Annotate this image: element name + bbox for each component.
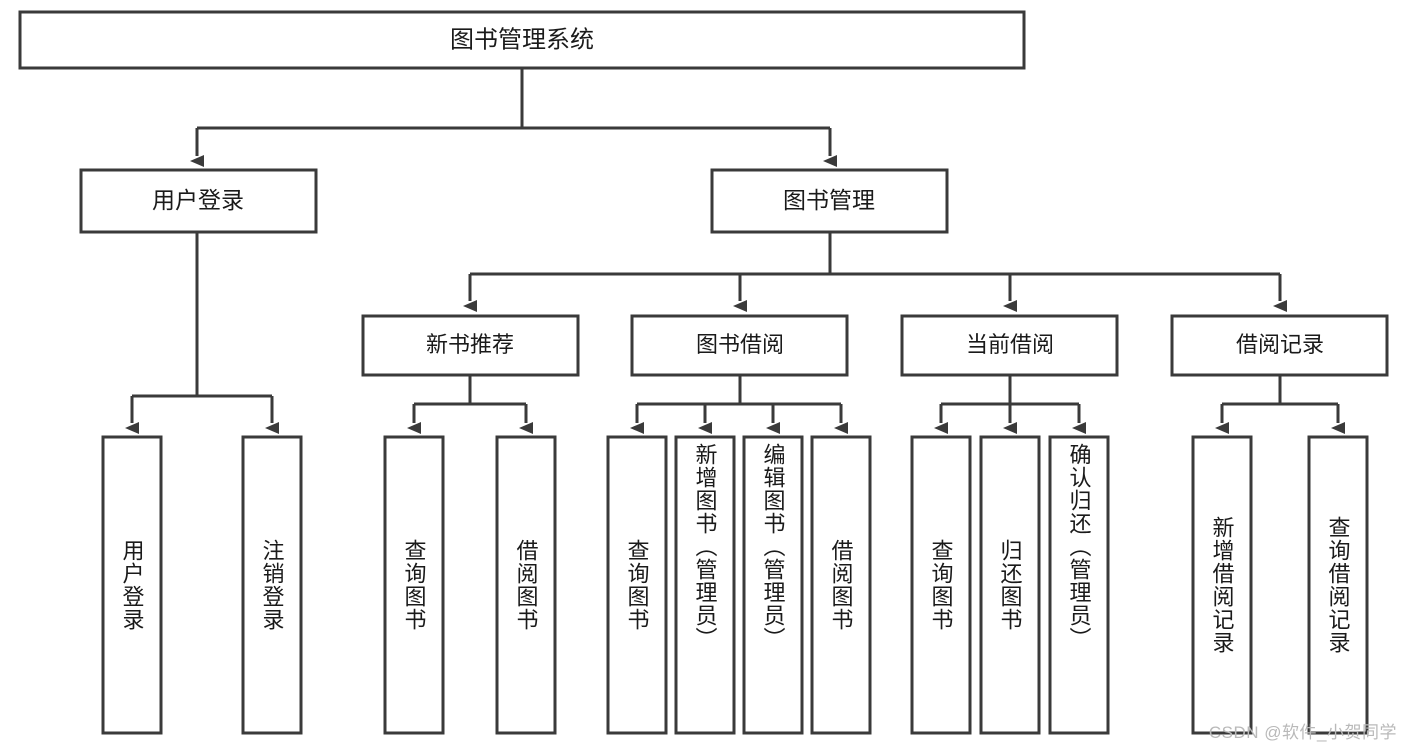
node-book-borrow[interactable]: 图书借阅	[630, 314, 849, 377]
connector-userlogin-to-leaves	[125, 232, 279, 434]
connector-root-to-level1	[190, 68, 837, 167]
leaf-node-add-book-admin[interactable]	[674, 435, 736, 735]
connector-bookmgmt-to-level2	[463, 232, 1287, 312]
node-user-login-label: 用户登录	[152, 187, 244, 213]
leaf-node-logout[interactable]	[241, 435, 303, 735]
node-user-login[interactable]: 用户登录	[79, 168, 318, 234]
node-new-book-recommend-label: 新书推荐	[426, 332, 514, 357]
node-current-borrow[interactable]: 当前借阅	[900, 314, 1119, 377]
leaf-node-return-book[interactable]	[979, 435, 1041, 735]
node-book-management[interactable]: 图书管理	[710, 168, 949, 234]
leaf-node-query-book-recommend[interactable]	[383, 435, 445, 735]
leaf-node-confirm-return-admin[interactable]	[1048, 435, 1110, 735]
leaf-node-query-borrow-record[interactable]	[1307, 435, 1369, 735]
leaf-node-borrow-book[interactable]	[810, 435, 872, 735]
node-borrow-records-label: 借阅记录	[1236, 332, 1324, 357]
node-root[interactable]: 图书管理系统	[18, 10, 1026, 70]
connector-currentborrow-to-leaves	[934, 375, 1086, 434]
node-new-book-recommend[interactable]: 新书推荐	[361, 314, 580, 377]
connector-borrowrecords-to-leaves	[1215, 375, 1345, 434]
leaf-node-add-borrow-record[interactable]	[1191, 435, 1253, 735]
node-book-management-label: 图书管理	[783, 187, 875, 213]
node-book-borrow-label: 图书借阅	[696, 332, 784, 357]
node-borrow-records[interactable]: 借阅记录	[1170, 314, 1389, 377]
leaf-node-user-login[interactable]	[101, 435, 163, 735]
leaf-node-borrow-book-recommend[interactable]	[495, 435, 557, 735]
leaf-node-edit-book-admin[interactable]	[742, 435, 804, 735]
connector-bookborrow-to-leaves	[630, 375, 848, 434]
leaf-node-query-book-borrow[interactable]	[606, 435, 668, 735]
leaf-node-query-book-current[interactable]	[910, 435, 972, 735]
watermark-text: CSDN @软件_小贺同学	[1208, 723, 1397, 742]
node-current-borrow-label: 当前借阅	[966, 332, 1054, 357]
node-root-label: 图书管理系统	[450, 26, 594, 53]
connector-newbook-to-leaves	[407, 375, 533, 434]
